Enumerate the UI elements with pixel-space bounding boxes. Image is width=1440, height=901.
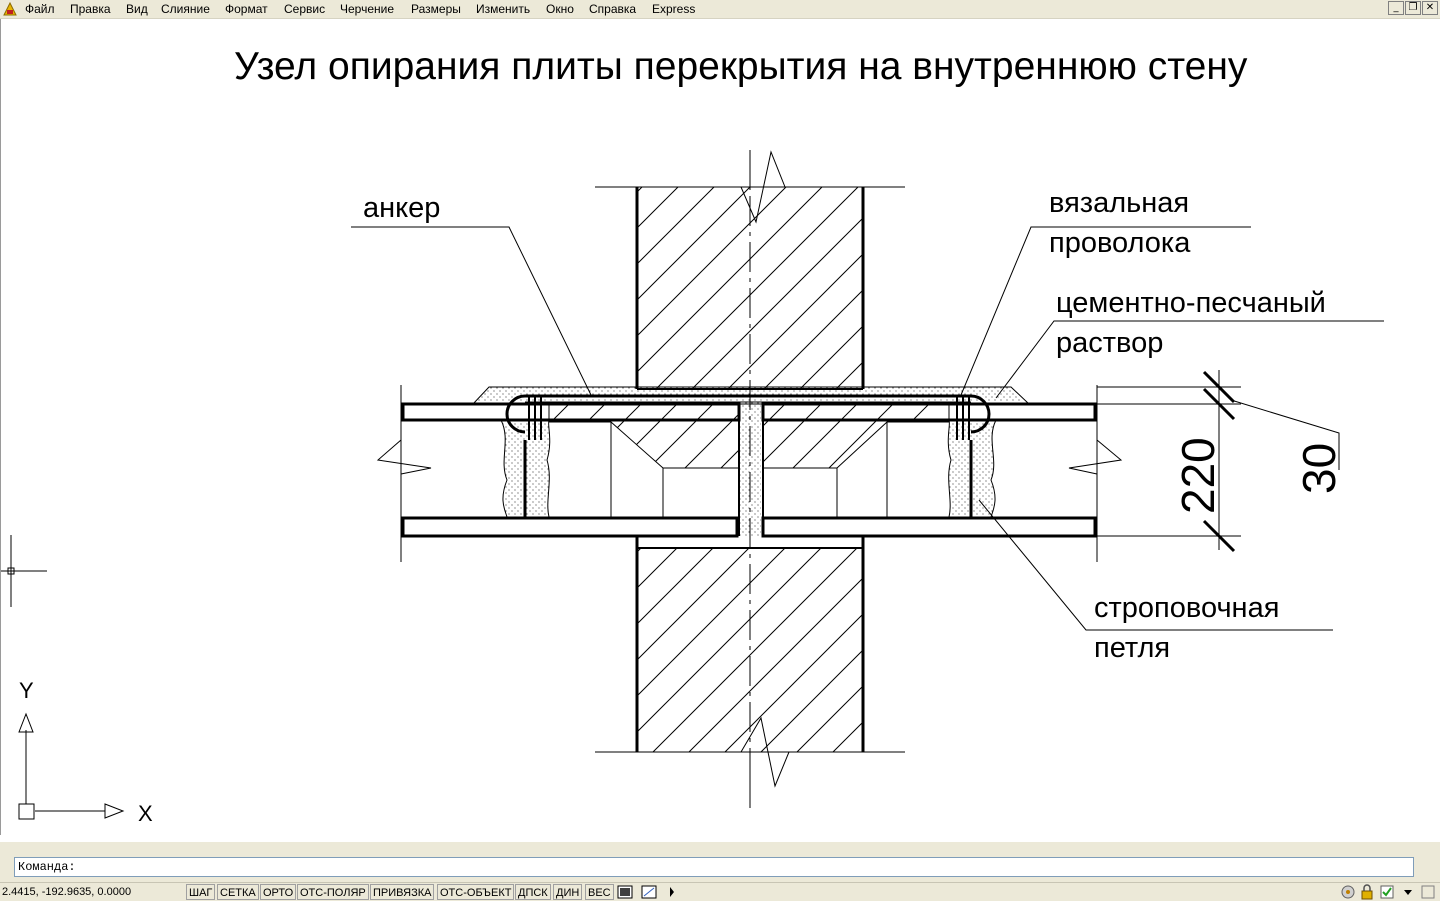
left-slab [376,385,741,562]
toggle-polar[interactable]: ОТС-ПОЛЯР [297,884,369,900]
annotation-arrow-icon[interactable] [664,884,680,900]
toggle-grid[interactable]: СЕТКА [217,884,259,900]
menu-dimension[interactable]: Размеры [411,2,461,16]
menu-window[interactable]: Окно [546,2,574,16]
ucs-icon [18,712,125,820]
drawing-svg: Узел опирания плиты перекрытия на внутре… [1,45,1384,826]
command-prompt: Команда: [18,860,76,874]
label-mortar-line2: раствор [1056,327,1163,359]
dimension-30: 30 [1293,443,1345,494]
label-wire-line1: вязальная [1049,187,1189,219]
toggle-lwt[interactable]: ВЕС [585,884,614,900]
menu-express[interactable]: Express [652,2,696,16]
toggle-otrack[interactable]: ОТС-ОБЪЕКТ [437,884,515,900]
window-controls: _ ❐ ✕ [1388,1,1438,17]
crosshair-cursor [1,535,47,607]
restore-icon[interactable]: ❐ [1405,1,1421,15]
lock-icon[interactable] [1359,884,1375,900]
leader-lines [351,226,1384,631]
toggle-dyn[interactable]: ДИН [553,884,583,900]
ucs-y-label: Y [19,678,34,703]
status-bar: 2.4415, -192.9635, 0.0000 ШАГ СЕТКА ОРТО… [0,882,1440,901]
menu-draw[interactable]: Черчение [340,2,395,16]
toggle-ortho[interactable]: ОРТО [260,884,297,900]
toggle-snap[interactable]: ШАГ [186,884,216,900]
menu-view[interactable]: Вид [126,2,148,16]
toggle-ducs[interactable]: ДПСК [515,884,551,900]
clean-screen-icon[interactable] [1420,884,1436,900]
status-menu-chevron-icon[interactable] [1400,884,1416,900]
menu-bar: Файл Правка Вид Слияние Формат Сервис Че… [0,0,1440,19]
command-area: Команда: [0,842,1440,882]
comm-center-icon[interactable] [1340,884,1356,900]
right-slab [761,385,1123,562]
drawing-title: Узел опирания плиты перекрытия на внутре… [234,45,1248,88]
menu-edit[interactable]: Правка [70,2,111,16]
minimize-icon[interactable]: _ [1388,1,1404,15]
dimension-lines [1097,370,1340,553]
menu-file[interactable]: Файл [25,2,55,16]
settings-check-icon[interactable] [1379,884,1395,900]
command-line[interactable]: Команда: [14,857,1414,877]
close-icon[interactable]: ✕ [1422,1,1438,15]
viewport-icon[interactable] [641,884,657,900]
coordinates-readout[interactable]: 2.4415, -192.9635, 0.0000 [2,886,132,898]
dimension-220: 220 [1172,437,1224,514]
label-mortar-line1: цементно-песчаный [1056,287,1326,319]
label-loop-line1: строповочная [1094,592,1279,624]
menu-help[interactable]: Справка [589,2,637,16]
menu-merge[interactable]: Слияние [161,2,210,16]
ucs-x-label: X [138,801,153,826]
drawing-canvas[interactable]: Узел опирания плиты перекрытия на внутре… [0,19,1440,835]
label-wire-line2: проволока [1049,227,1191,259]
menu-format[interactable]: Формат [225,2,268,16]
lifting-loops [505,394,991,518]
app-icon[interactable] [3,2,17,16]
label-loop-line2: петля [1094,632,1170,664]
toggle-osnap[interactable]: ПРИВЯЗКА [370,884,435,900]
menu-modify[interactable]: Изменить [476,2,531,16]
label-anchor: анкер [363,192,440,224]
menu-tools[interactable]: Сервис [284,2,326,16]
model-space-icon[interactable] [617,884,633,900]
